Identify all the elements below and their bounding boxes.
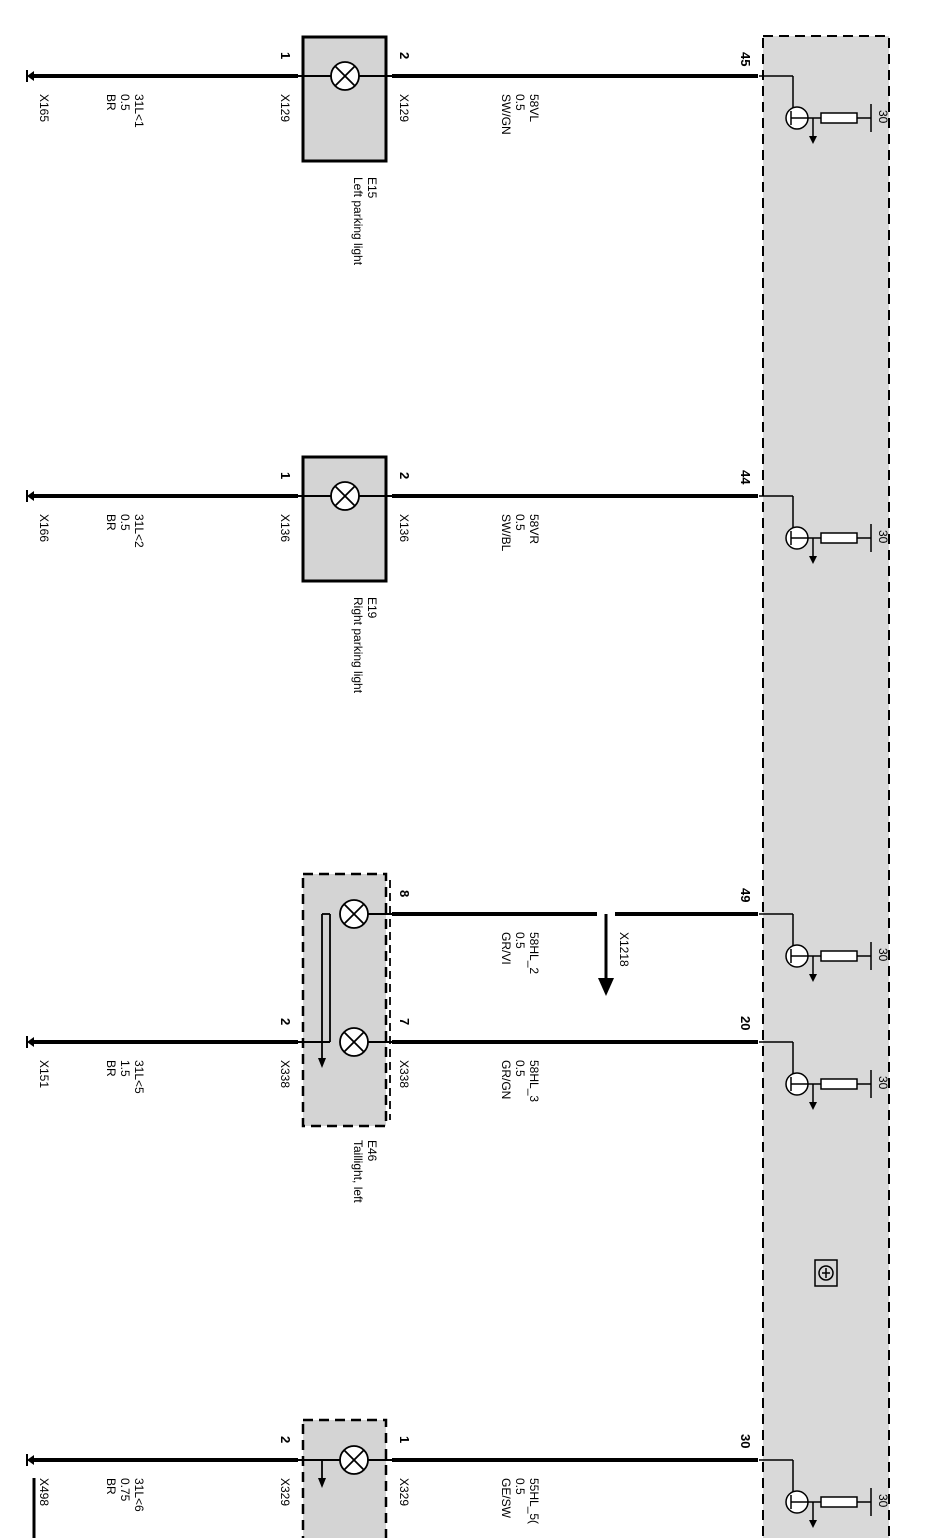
- splice-arrow-icon: [598, 978, 614, 996]
- module-icon: [814, 1259, 838, 1287]
- e19-pin-1: 1: [278, 472, 293, 479]
- wire-58hl2-color: GR/VI: [499, 932, 513, 965]
- module-pin-30: 30: [738, 1434, 753, 1448]
- wire-31l5-size: 1.5: [118, 1060, 132, 1077]
- wire-58vl-color: SW/GN: [499, 94, 513, 135]
- control-module: [762, 35, 890, 1538]
- wire-55hl5-color: GE/SW: [499, 1478, 513, 1519]
- bottom-pin-2: 2: [278, 1436, 293, 1443]
- e19-conn-left: X136: [278, 514, 292, 542]
- circuit-left-parking-light: [26, 35, 758, 163]
- wire-58vr-signal: 58VR: [527, 514, 541, 544]
- bottom-pin-1: 1: [397, 1436, 412, 1443]
- e19-pin-2: 2: [397, 472, 412, 479]
- circuit-bottom: [26, 1418, 758, 1538]
- ground-point-x166: X166: [37, 514, 51, 542]
- wire-31l1-size: 0.5: [118, 94, 132, 111]
- component-name-e15: Left parking light: [351, 177, 365, 266]
- wire-31l2-signal: 31L<2: [132, 514, 146, 548]
- e15-pin-1: 1: [278, 52, 293, 59]
- bottom-conn-right: X329: [397, 1478, 411, 1506]
- wire-58hl3-size: 0.5: [513, 1060, 527, 1077]
- wire-31l6-color: BR: [104, 1478, 118, 1495]
- wire-58hl3-color: GR/GN: [499, 1060, 513, 1099]
- e19-conn-right: X136: [397, 514, 411, 542]
- module-pin-20: 20: [738, 1016, 753, 1030]
- wire-58hl3-signal: 58HL_3: [527, 1060, 541, 1102]
- wire-55hl5-size: 0.5: [513, 1478, 527, 1495]
- e46-conn-left: X338: [278, 1060, 292, 1088]
- ground-point-x165: X165: [37, 94, 51, 122]
- module-pin-44: 44: [738, 470, 753, 485]
- module-pin-45: 45: [738, 52, 753, 66]
- component-id-e15: E15: [365, 177, 379, 199]
- wire-31l6-signal: 31L<6: [132, 1478, 146, 1512]
- e46-pin-7: 7: [397, 1018, 412, 1025]
- component-id-e19: E19: [365, 597, 379, 619]
- wire-58vr-size: 0.5: [513, 514, 527, 531]
- ground-point-x151: X151: [37, 1060, 51, 1088]
- wire-31l6-size: 0.75: [118, 1478, 132, 1502]
- supply-label-2: 30: [876, 530, 890, 544]
- supply-label-1: 30: [876, 110, 890, 124]
- e46-conn-right: X338: [397, 1060, 411, 1088]
- wire-31l2-size: 0.5: [118, 514, 132, 531]
- wire-58vl-signal: 58VL: [527, 94, 541, 122]
- wire-31l1-color: BR: [104, 94, 118, 111]
- supply-label-4: 30: [876, 1076, 890, 1090]
- component-id-e46: E46: [365, 1140, 379, 1162]
- wire-58vr-color: SW/BL: [499, 514, 513, 552]
- e15-conn-right: X129: [397, 94, 411, 122]
- wire-31l5-color: BR: [104, 1060, 118, 1077]
- bottom-conn-left: X329: [278, 1478, 292, 1506]
- supply-label-5: 30: [876, 1494, 890, 1508]
- circuit-right-parking-light: [26, 455, 758, 583]
- wire-58hl2-size: 0.5: [513, 932, 527, 949]
- wire-31l2-color: BR: [104, 514, 118, 531]
- wire-31l1-signal: 31L<1: [132, 94, 146, 128]
- supply-label-3: 30: [876, 948, 890, 962]
- ground-point-x498: X498: [37, 1478, 51, 1506]
- wire-31l5-signal: 31L<5: [132, 1060, 146, 1094]
- e15-conn-left: X129: [278, 94, 292, 122]
- module-pin-49: 49: [738, 888, 753, 902]
- wire-58vl-size: 0.5: [513, 94, 527, 111]
- wire-58hl2-signal: 58HL_2: [527, 932, 541, 974]
- e46-pin-2: 2: [278, 1018, 293, 1025]
- wire-55hl5-signal: 55HL_5(: [527, 1478, 541, 1524]
- e15-pin-2: 2: [397, 52, 412, 59]
- component-name-e46: Taillight, left: [351, 1140, 365, 1203]
- component-name-e19: Right parking light: [351, 597, 365, 694]
- splice-x1218: X1218: [617, 932, 631, 967]
- e46-pin-8: 8: [397, 890, 412, 897]
- circuit-taillight-left: [26, 872, 758, 1128]
